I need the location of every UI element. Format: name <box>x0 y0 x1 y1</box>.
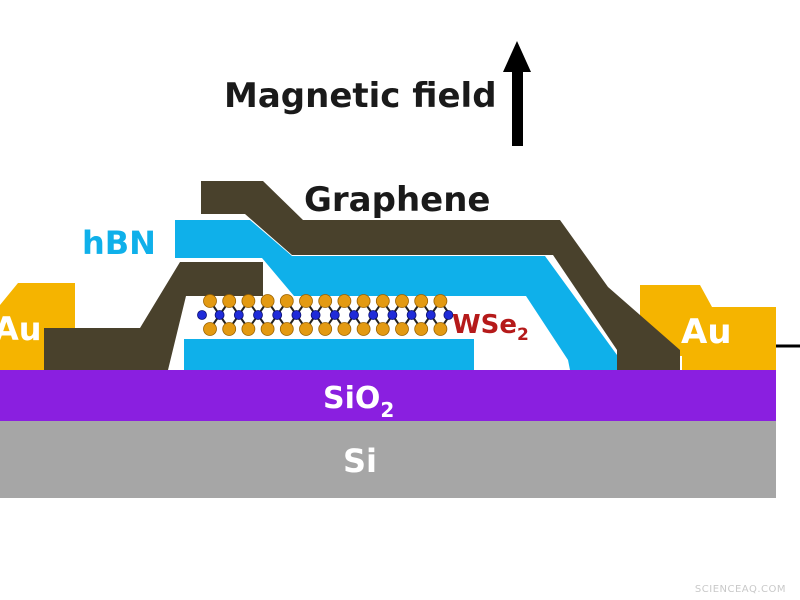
se-atom <box>222 322 237 336</box>
se-atom <box>318 322 333 336</box>
se-atom <box>299 294 313 308</box>
sio2-layer <box>0 370 776 421</box>
se-atom <box>279 294 294 308</box>
hbn-top-layer <box>175 220 617 370</box>
w-atom <box>197 310 207 320</box>
au-left-contact <box>0 283 75 370</box>
se-atom <box>260 294 275 308</box>
graphene-top-layer <box>201 181 680 370</box>
hbn-label: hBN <box>82 224 156 262</box>
w-atom <box>272 310 283 320</box>
wse2-lattice <box>197 294 454 336</box>
watermark: SCIENCEAQ.COM <box>694 584 786 595</box>
w-atom <box>368 310 379 320</box>
se-atom <box>203 322 217 336</box>
se-atom <box>260 322 275 336</box>
si-label: Si <box>343 442 377 480</box>
wse2-label: WSe2 <box>452 310 529 345</box>
se-atom <box>318 294 333 308</box>
w-atom <box>291 310 302 320</box>
se-atom <box>375 322 390 336</box>
w-atom <box>329 310 340 320</box>
w-atom <box>214 310 225 320</box>
si-layer <box>0 420 776 498</box>
graphene-label: Graphene <box>304 180 491 220</box>
sio2-label: SiO2 <box>323 381 394 422</box>
se-atom <box>375 294 390 308</box>
magnetic-field-label: Magnetic field <box>224 76 497 116</box>
se-atom <box>414 294 429 308</box>
se-atom <box>356 322 371 336</box>
se-atom <box>395 322 409 336</box>
w-atom <box>387 310 398 320</box>
magnetic-field-arrow-icon <box>503 41 531 146</box>
graphene-bottom-layer <box>44 262 263 370</box>
se-atom <box>433 294 448 308</box>
se-atom <box>337 322 352 336</box>
se-atom <box>279 322 294 336</box>
se-atom <box>356 294 371 308</box>
se-atom <box>222 294 237 308</box>
se-atom <box>203 294 217 308</box>
au-right-label: Au <box>681 312 732 352</box>
w-atom <box>406 310 417 320</box>
se-atom <box>337 294 352 308</box>
w-atom <box>425 310 436 320</box>
se-atom <box>433 322 448 336</box>
au-left-label: Au <box>0 310 42 348</box>
w-atom <box>233 310 244 320</box>
se-atom <box>299 322 313 336</box>
se-atom <box>395 294 409 308</box>
hbn-bottom-layer <box>184 339 474 370</box>
se-atom <box>241 322 256 336</box>
w-atom <box>443 310 454 320</box>
w-atom <box>349 310 359 320</box>
w-atom <box>310 310 321 320</box>
w-atom <box>253 310 263 320</box>
se-atom <box>414 322 429 336</box>
se-atom <box>241 294 256 308</box>
